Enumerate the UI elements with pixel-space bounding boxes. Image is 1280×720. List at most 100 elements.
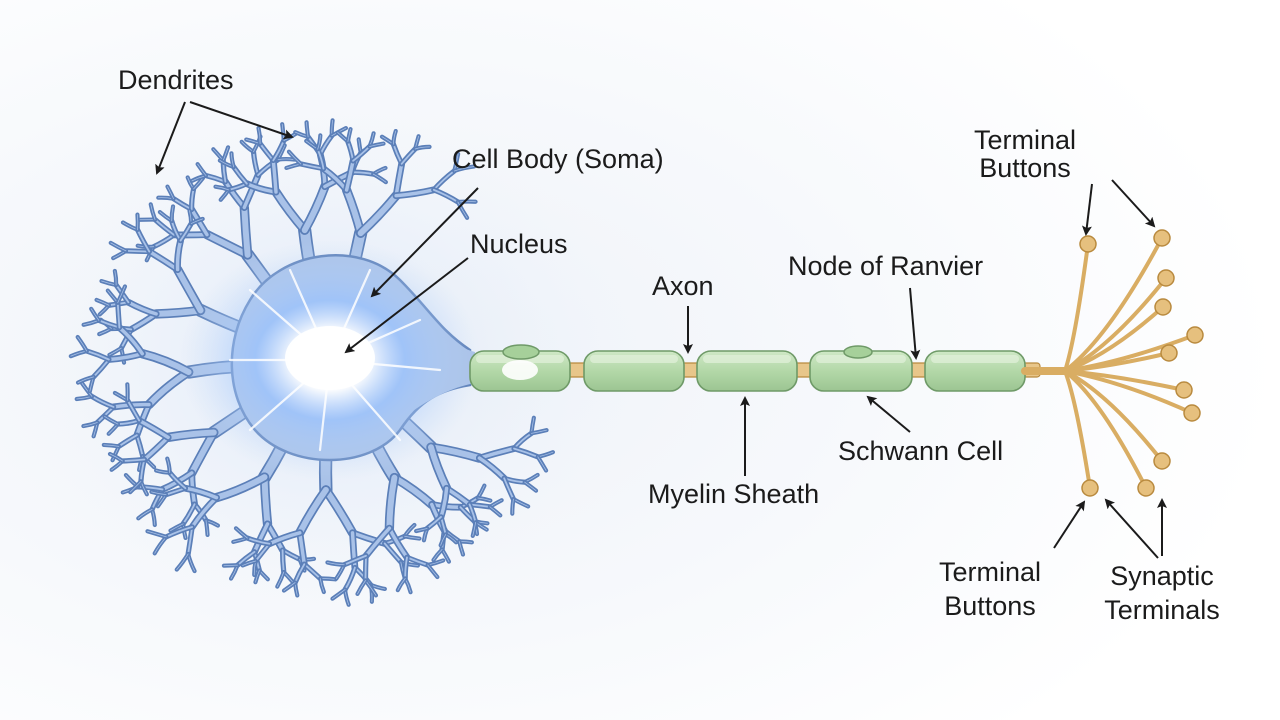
dendrite-branch-fill (96, 299, 110, 306)
nucleus (285, 326, 375, 390)
dendrite-branch-fill (283, 582, 296, 591)
terminal-buttons (1079, 229, 1204, 497)
dendrite-branch-fill (531, 429, 547, 434)
myelin-highlight (703, 355, 791, 363)
dendrite-branch-fill (255, 570, 260, 583)
dendrite-branch-fill (427, 564, 438, 578)
dendrite-branch-fill (137, 509, 153, 519)
arrow-dendrites-left (155, 101, 186, 175)
terminal-button (1183, 404, 1201, 422)
dendrite-branch-fill (77, 376, 94, 384)
arrow-terminal-buttons-top-2 (1111, 179, 1156, 228)
arrow-schwann-cell (866, 395, 911, 433)
dendrite-branch-fill (147, 530, 167, 538)
dendrite-branch-fill (347, 128, 351, 142)
myelin-highlight (590, 355, 678, 363)
label-terminal-buttons-top-line1: Terminal (973, 125, 1077, 155)
terminal-button (1175, 381, 1193, 399)
myelin-highlight (931, 355, 1019, 363)
arrow-node-of-ranvier (909, 287, 921, 360)
dendrite-branch-fill (190, 218, 204, 224)
label-nucleus: Nucleus (470, 229, 568, 259)
dendrite-branch-fill (117, 286, 126, 304)
dendrite-branch-fill (397, 578, 406, 591)
terminal-button (1137, 479, 1155, 497)
dendrite-branch-fill (457, 201, 468, 219)
dendrite-branch-fill (393, 130, 397, 145)
label-terminal-buttons-bottom-line2: Buttons (944, 591, 1036, 621)
label-axon: Axon (652, 271, 714, 301)
dendrite-branch-fill (125, 249, 151, 253)
label-dendrites: Dendrites (118, 65, 234, 95)
dendrite-branch-fill (404, 535, 420, 539)
terminal-branch (1063, 369, 1148, 490)
dendrite-branch-fill (167, 186, 174, 200)
dendrite-branch-fill (271, 158, 278, 194)
dendrite-branch-fill (77, 336, 88, 352)
terminal-button (1079, 235, 1097, 253)
arrow-cell-body (370, 187, 479, 298)
dendrite-branch-fill (114, 270, 117, 286)
terminal-button (1160, 344, 1178, 362)
dendrite-branch-fill (432, 188, 459, 203)
dendrite-branch-fill (242, 560, 257, 566)
terminal-branch (1063, 351, 1171, 373)
arrow-dendrites-right (189, 101, 294, 140)
label-terminal-buttons-top-line2: Buttons (979, 153, 1071, 183)
terminal-button (1154, 298, 1172, 316)
dendrite-branch-fill (427, 444, 450, 492)
dendrite-branch-fill (215, 186, 230, 191)
dendrite-branch-fill (197, 163, 207, 176)
dendrite-branch-fill (81, 382, 93, 397)
terminal-button (1081, 479, 1099, 497)
label-schwann-cell: Schwann Cell (838, 436, 1004, 466)
dendrite-branch-fill (372, 173, 387, 183)
dendrite-branch-fill (193, 177, 204, 190)
arrow-terminal-buttons-top-1 (1081, 183, 1093, 236)
terminal-button (1186, 326, 1204, 344)
dendrite-branch-fill (306, 121, 309, 138)
label-node-of-ranvier: Node of Ranvier (788, 251, 984, 281)
myelin-sheath-segments (469, 350, 1026, 392)
dendrite-branch-fill (364, 554, 367, 582)
dendrite-branch-fill (511, 498, 514, 515)
dendrite-branch-fill (433, 549, 443, 561)
dendrite-branch-fill (350, 531, 357, 570)
dendrite-branch-fill (458, 541, 464, 555)
dendrite-branch-fill (477, 456, 506, 481)
dendrite-branch-fill (222, 146, 229, 161)
dendrite-branch-fill (171, 206, 174, 222)
dendrite-branch-fill (261, 474, 271, 527)
dendrite-branch-fill (472, 521, 477, 537)
arrow-nucleus (344, 257, 469, 354)
dendrite-branch-fill (109, 453, 124, 462)
dendrite-branch-fill (453, 166, 475, 172)
dendrite-branch-fill (231, 152, 235, 168)
dendrite-branch-fill (394, 188, 436, 198)
dendrite-branch-fill (150, 491, 167, 496)
dendrite-branch-fill (369, 143, 384, 147)
dendrite-branch-fill (319, 578, 325, 593)
dendrite-branch-fill (332, 589, 346, 600)
dendrite-branch-fill (129, 481, 142, 493)
terminal-button (1157, 269, 1175, 287)
dendrite-branch-fill (489, 506, 501, 516)
label-synaptic-terminals-line2: Terminals (1104, 595, 1220, 625)
dendrite-branch-fill (258, 127, 261, 145)
label-synaptic-terminals: Synaptic Terminals (1092, 560, 1232, 626)
dendrite-branch-fill (103, 444, 120, 447)
dendrite-branch-fill (183, 486, 219, 500)
label-synaptic-terminals-line1: Synaptic (1110, 561, 1214, 591)
dendrite-branch-fill (386, 474, 398, 532)
dendrite-branch-fill (223, 564, 238, 567)
dendrite-branch-fill (242, 173, 260, 210)
dendrite-branch-fill (108, 347, 122, 356)
dendrite-branch-fill (288, 151, 302, 165)
terminal-branch (1063, 369, 1194, 415)
dendrite-branch-fill (213, 474, 268, 501)
dendrite-branch-fill (267, 531, 302, 546)
dendrite-branch-fill (165, 526, 194, 538)
terminal-button (1153, 452, 1171, 470)
dendrite-branch-fill (241, 204, 251, 258)
